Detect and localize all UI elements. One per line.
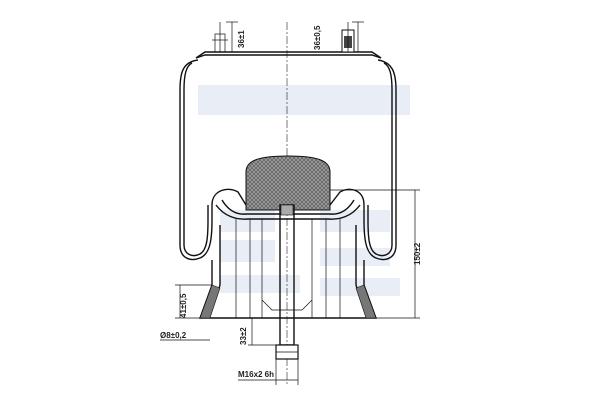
dim-pin-diameter: Ø8±0,2 bbox=[160, 331, 187, 340]
dim-thread: M16x2 6h bbox=[238, 370, 274, 379]
dim-base-height: 41±0,5 bbox=[179, 293, 188, 318]
dim-top-bolt-left: 36±1 bbox=[237, 30, 246, 48]
dim-top-bolt-right: 36±0,5 bbox=[313, 25, 322, 50]
dimension-lines bbox=[160, 21, 420, 385]
rubber-bumper bbox=[245, 155, 331, 211]
center-stud bbox=[275, 204, 299, 360]
dim-overall-height: 150±2 bbox=[413, 242, 422, 265]
top-bolt-right bbox=[341, 22, 355, 53]
top-bolt-left bbox=[212, 22, 228, 53]
dim-stud-length: 33±2 bbox=[239, 327, 248, 345]
bellows bbox=[179, 59, 397, 261]
top-plate bbox=[195, 51, 382, 59]
